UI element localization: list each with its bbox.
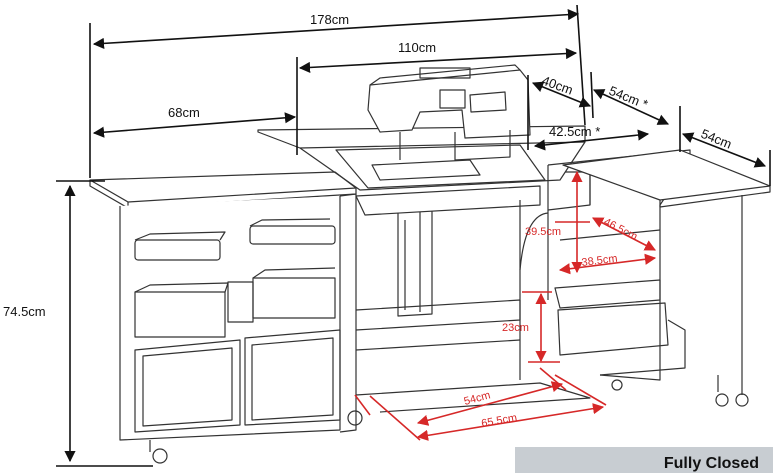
dim-line-38-5 [558,253,657,275]
label-left-leaf: 68cm [168,105,200,120]
dim-line-178 [92,9,580,49]
dim-line-54-leaf [681,132,767,168]
label-shelf-width: 38.5cm [581,253,618,269]
label-depth: 40cm [540,73,575,98]
dim-line-68 [92,112,297,138]
dim-line-42-5 [533,129,650,151]
label-right-extension: 54cm * [607,83,650,112]
label-shelf-depth: 46.5cm [602,216,640,243]
label-shelf-height: 39.5cm [525,226,561,238]
label-sewing-depth: 42.5cm * [549,124,600,139]
label-height: 74.5cm [3,304,46,319]
label-leg-space-depth: 65.5cm [480,412,518,430]
dim-line-46-5 [592,217,656,251]
cabinet-drawing [89,64,771,464]
inner-dimension-labels: 39.5cm 46.5cm 38.5cm 23cm 54cm 65.5cm [463,216,640,430]
dimension-lines [56,4,771,467]
label-sewing-width: 110cm [398,40,436,55]
label-total-width: 178cm [310,12,349,27]
label-lift-height: 23cm [502,322,529,334]
dim-line-65-5 [416,403,605,441]
dim-line-40 [531,81,592,108]
state-tag: Fully Closed [515,447,773,473]
inner-dimension-lines [354,170,657,441]
dim-line-110 [298,47,578,74]
dim-line-54-ext [592,89,670,125]
